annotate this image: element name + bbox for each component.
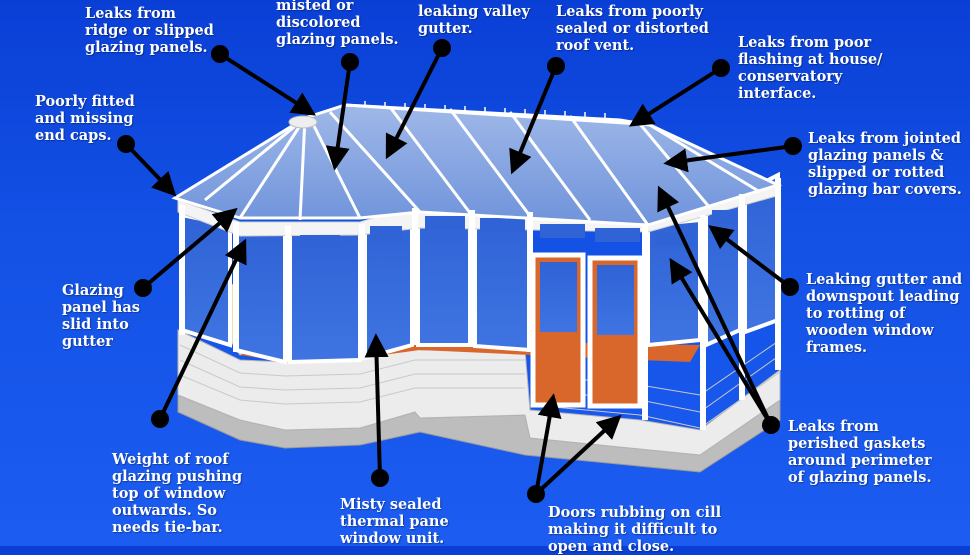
dot-downspout (781, 278, 799, 296)
pointer-valley (385, 47, 444, 160)
dot-endcaps (117, 135, 135, 153)
pointer-jointed (663, 144, 794, 173)
pointer-doors-2 (534, 414, 622, 496)
pointer-gaskets-1 (657, 185, 773, 426)
label-doors-cill: Doors rubbing on cill making it difficul… (548, 504, 722, 555)
pointer-lines (124, 47, 794, 496)
pointer-endcaps (124, 142, 177, 197)
label-end-caps: Poorly fitted and missing end caps. (35, 93, 135, 144)
label-ridge-leak: Leaks from ridge or slipped glazing pane… (85, 5, 214, 56)
pointer-misty (364, 333, 389, 479)
dot-valley (433, 39, 451, 57)
conservatory-illustration (171, 100, 783, 473)
pointer-vent (509, 65, 558, 175)
dot-slid (134, 279, 152, 297)
label-valley-gutter: leaking valley gutter. (418, 3, 530, 37)
dot-vent (547, 57, 565, 75)
pointer-downspout (708, 225, 792, 289)
label-jointed-panels: Leaks from jointed glazing panels & slip… (808, 130, 962, 198)
label-downspout: Leaking gutter and downspout leading to … (806, 271, 963, 356)
label-misty-unit: Misty sealed thermal pane window unit. (340, 496, 449, 547)
dot-misted (341, 53, 359, 71)
pointer-flashing (628, 66, 723, 127)
dot-gaskets (762, 416, 780, 434)
label-slid-panel: Glazing panel has slid into gutter (62, 282, 140, 350)
label-roof-vent: Leaks from poorly sealed or distorted ro… (556, 3, 709, 54)
label-house-flashing: Leaks from poor flashing at house/ conse… (738, 34, 883, 102)
pointer-weight (158, 238, 247, 420)
roof (171, 103, 783, 227)
pointer-misted (325, 61, 352, 171)
label-perished-gaskets: Leaks from perished gaskets around perim… (788, 418, 932, 486)
pointer-slid-1 (141, 207, 238, 290)
french-doors (530, 252, 643, 409)
pointer-doors-1 (534, 393, 562, 495)
dot-doors (527, 485, 545, 503)
label-misted-panels: misted or discolored glazing panels. (276, 0, 399, 48)
dot-ridge (211, 45, 229, 63)
roof-end-cap (288, 115, 318, 129)
dot-flashing (712, 59, 730, 77)
dot-weight (151, 410, 169, 428)
dot-misty (371, 469, 389, 487)
label-roof-weight: Weight of roof glazing pushing top of wi… (112, 451, 243, 536)
dot-jointed (784, 137, 802, 155)
pointer-dots (117, 39, 802, 503)
transom-panes (300, 210, 737, 249)
pointer-ridge (218, 52, 317, 116)
pointer-gaskets-2 (669, 257, 773, 427)
roof-glazing-bars (204, 103, 761, 226)
